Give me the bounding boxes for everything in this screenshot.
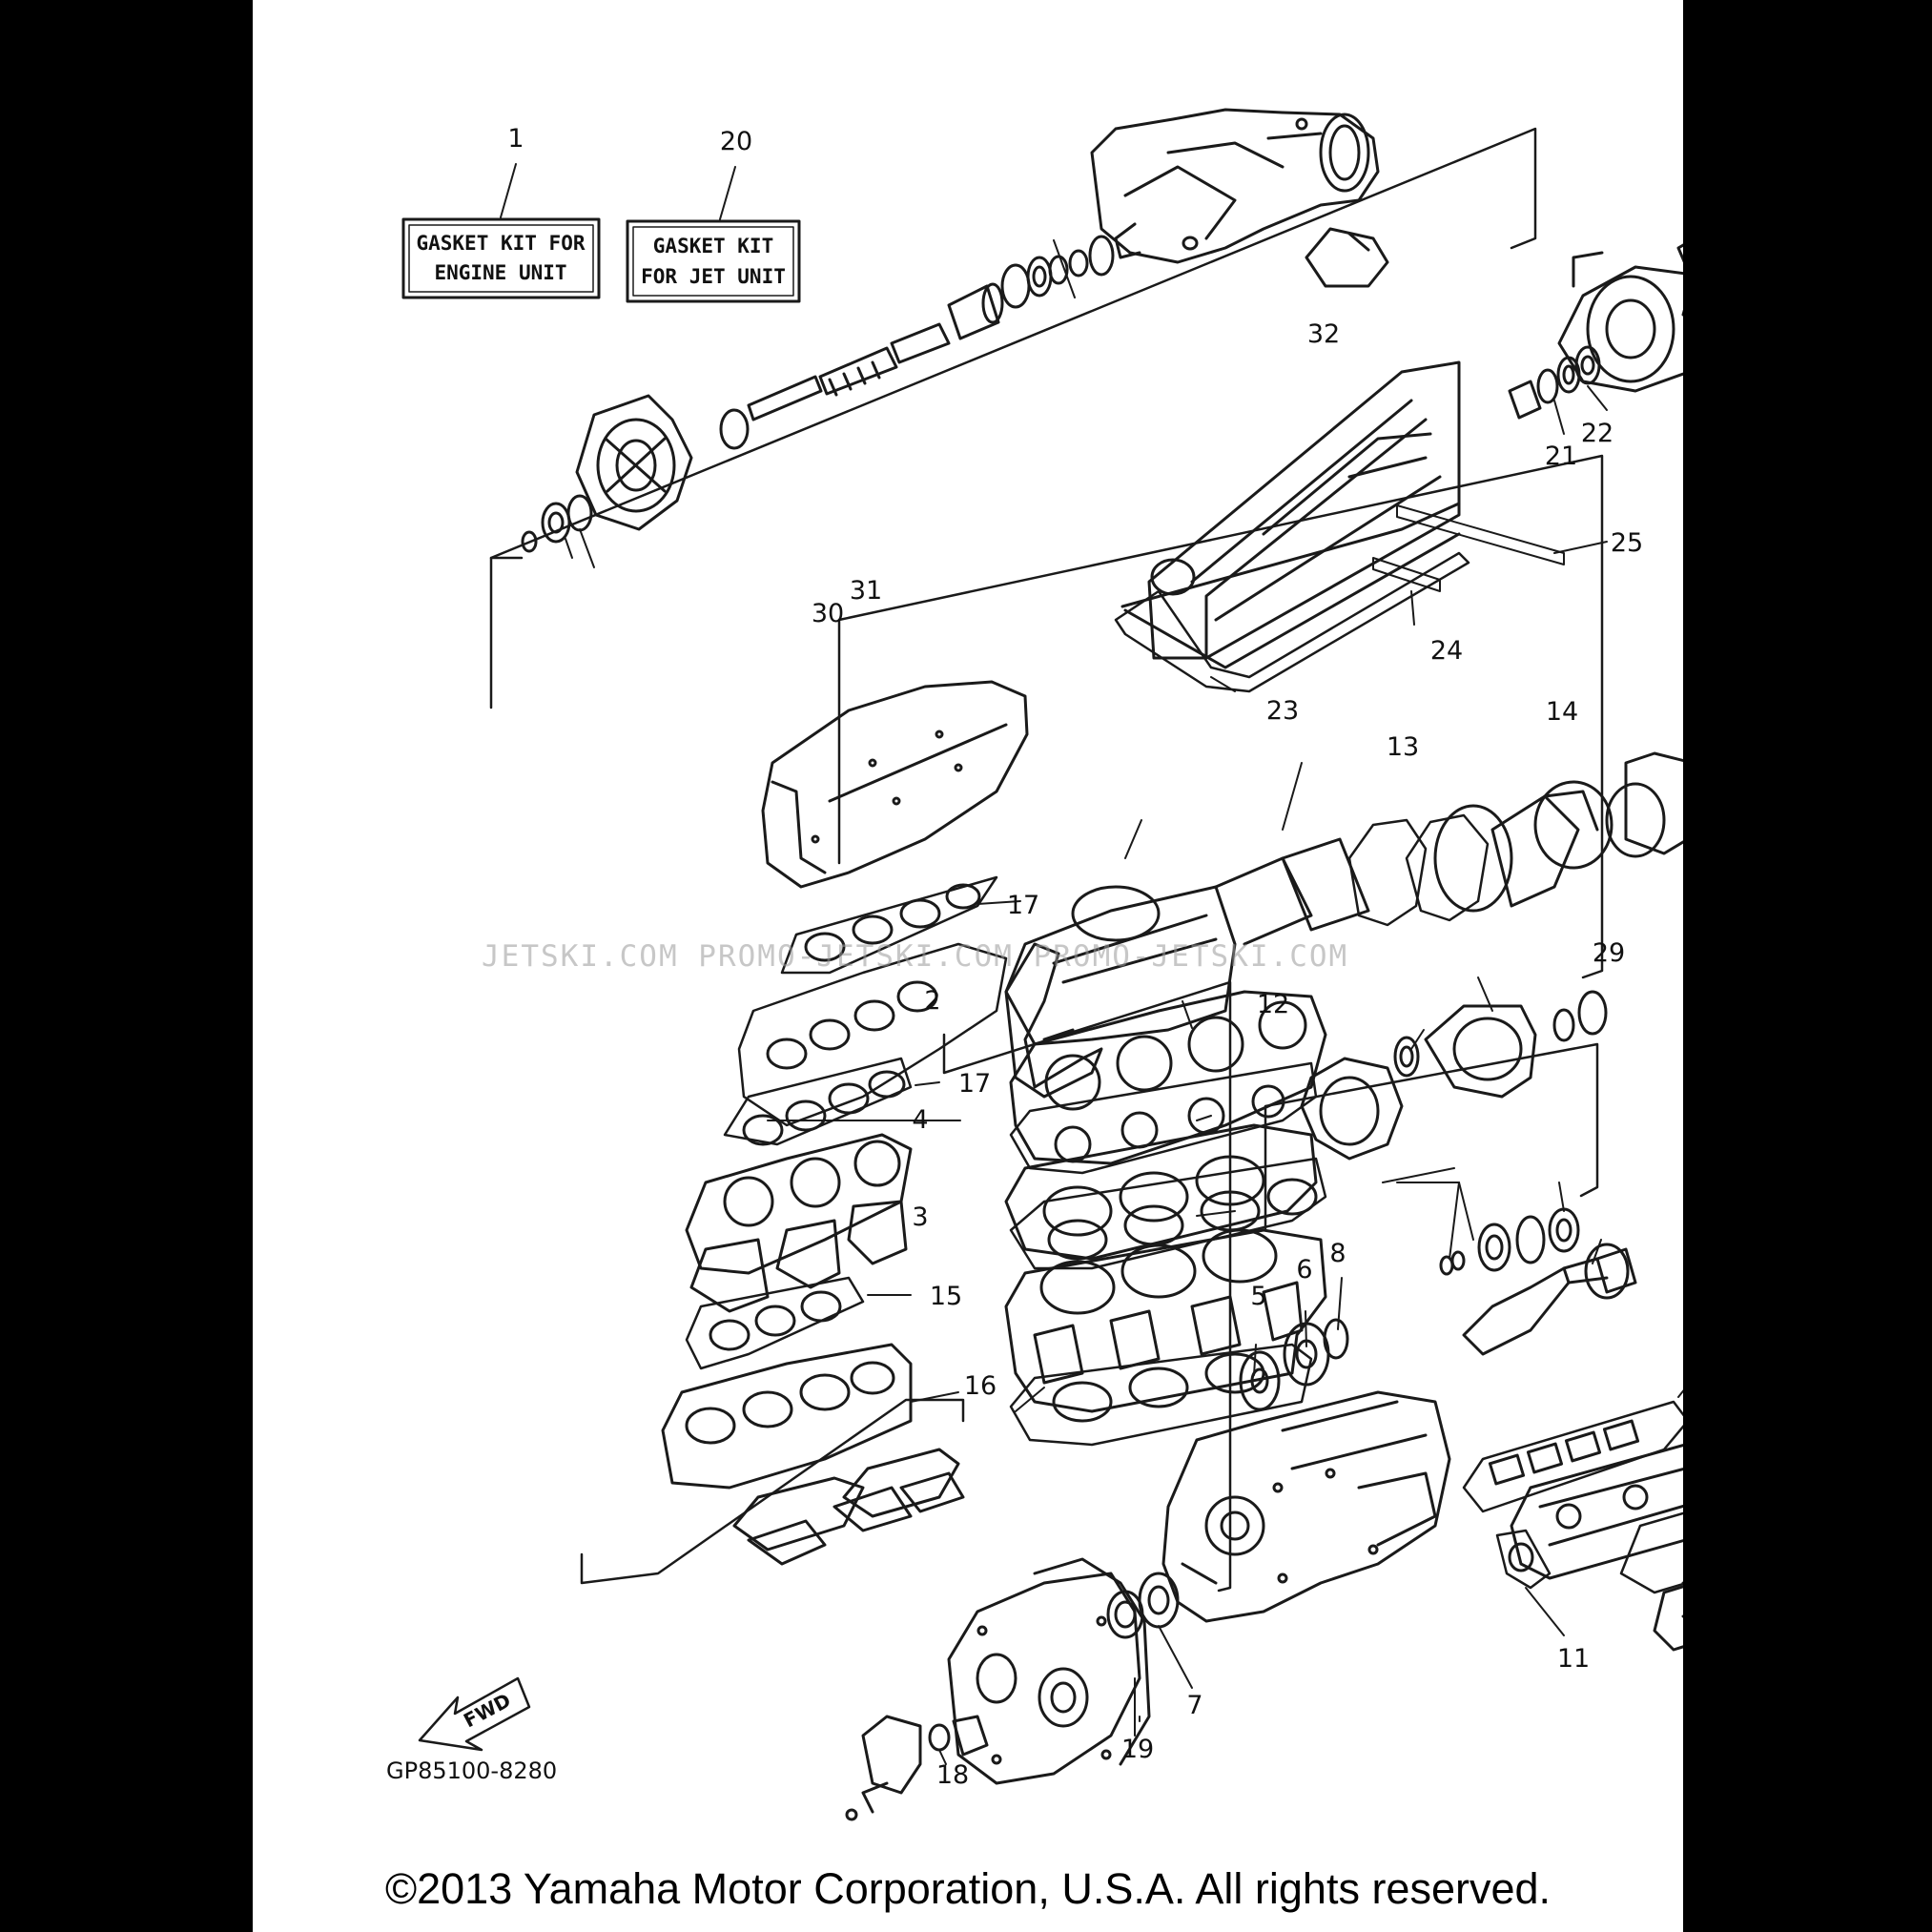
callout-11: 11 (1557, 1644, 1590, 1674)
callout-32: 32 (1307, 319, 1340, 349)
bearing-housing-27 (1424, 990, 1608, 1099)
callout-7: 7 (1186, 1691, 1202, 1720)
lower-frame (580, 1398, 965, 1585)
engine-kit-line2: ENGINE UNIT (434, 261, 566, 284)
leader-lines (500, 163, 1683, 1765)
drive-shaft (747, 322, 951, 421)
callout-8: 8 (1329, 1239, 1346, 1268)
callout-30: 30 (812, 599, 844, 628)
nozzle-housing (1090, 108, 1380, 264)
jet-unit-frame-middle (837, 454, 1604, 979)
callout-14: 14 (1546, 697, 1578, 727)
seal-plate-11 (1495, 1529, 1552, 1590)
exploded-parts-diagram: GASKET KIT FOR ENGINE UNIT GASKET KIT FO… (401, 108, 1683, 1821)
callout-1: 1 (507, 124, 524, 154)
callout-12: 12 (1257, 990, 1289, 1019)
intake-gasket (1114, 551, 1470, 693)
fwd-arrow (418, 1676, 531, 1752)
reed-valves-16 (732, 1448, 965, 1566)
exhaust-pipe-12 (1004, 856, 1313, 1046)
intake-duct (1120, 360, 1461, 669)
head-gasket-4 (1009, 1061, 1318, 1175)
exhaust-pipe-14 (1490, 751, 1683, 908)
callout-24: 24 (1430, 636, 1463, 666)
diagram-code: GP85100-8280 (386, 1757, 558, 1784)
callout-2: 2 (924, 986, 940, 1016)
seal-strip-25 (1396, 504, 1565, 565)
callout-13: 13 (1387, 732, 1419, 762)
pump-housing-upper (521, 394, 750, 553)
callout-18: 18 (936, 1760, 969, 1790)
exhaust-gasket-17-upper (780, 875, 998, 975)
jet-kit-line1: GASKET KIT (653, 235, 773, 257)
crank-coupler (1239, 1207, 1637, 1411)
callout-23: 23 (1266, 696, 1299, 726)
nozzle-cone (1305, 227, 1389, 288)
callout-3: 3 (912, 1202, 928, 1232)
callout-19: 19 (1121, 1735, 1154, 1764)
watermark: JETSKI.COM PROMO-JETSKI.COM PROMO-JETSKI… (482, 939, 1349, 974)
exhaust-cover (1510, 1443, 1683, 1580)
carburetor-bank (685, 1133, 913, 1313)
engine-kit-box (401, 217, 601, 299)
exhaust-gasket-13 (1281, 804, 1513, 932)
diagram-sheet: GASKET KIT FOR ENGINE UNIT GASKET KIT FO… (253, 0, 1683, 1932)
callout-17-upper: 17 (1007, 891, 1039, 920)
impeller-housing (1557, 251, 1683, 393)
exhaust-elbow (1004, 942, 1103, 1099)
callout-17-lower: 17 (958, 1069, 991, 1099)
bearing-stack-upper (947, 235, 1115, 340)
callout-22: 22 (1581, 419, 1613, 448)
cylinder-head-cover (1009, 990, 1327, 1165)
cylinder-block (1004, 1228, 1327, 1413)
intake-manifold (661, 1343, 913, 1490)
callout-20: 20 (720, 127, 752, 156)
intake-gasket-15 (685, 1276, 865, 1370)
jet-kit-line2: FOR JET UNIT (641, 265, 786, 288)
callout-25: 25 (1611, 528, 1643, 558)
callout-6: 6 (1296, 1255, 1312, 1285)
magneto-cover (947, 1557, 1151, 1785)
callout-16: 16 (964, 1371, 997, 1401)
copyright-notice: ©2013 Yamaha Motor Corporation, U.S.A. A… (384, 1864, 1552, 1913)
pump-shaft-coupling (1300, 1057, 1404, 1161)
exhaust-gasket-17-lower (723, 1057, 913, 1146)
callout-31: 31 (850, 576, 882, 606)
jet-kit-box (626, 219, 801, 303)
bearing-stack-21-22 (1508, 345, 1601, 420)
callout-21: 21 (1545, 442, 1577, 471)
callout-5: 5 (1250, 1282, 1266, 1311)
engine-kit-line1: GASKET KIT FOR (416, 232, 585, 255)
cylinder-head (1004, 1123, 1318, 1261)
exhaust-cover-10 (1619, 1511, 1683, 1652)
exhaust-cover-gasket-9 (1462, 1400, 1683, 1513)
bearing-29 (1393, 1036, 1420, 1078)
exhaust-manifold (737, 942, 1008, 1127)
crankcase (1161, 1390, 1451, 1623)
callout-15: 15 (930, 1282, 962, 1311)
base-gasket-2 (1009, 1343, 1313, 1447)
jet-unit-frame-upper (489, 127, 1537, 709)
callout-4: 4 (912, 1105, 928, 1135)
callout-29: 29 (1593, 938, 1625, 968)
jet-unit-frame-lower (1264, 1042, 1599, 1230)
exhaust-chamber-cover (761, 680, 1029, 889)
seal-strip-24 (1372, 557, 1441, 592)
